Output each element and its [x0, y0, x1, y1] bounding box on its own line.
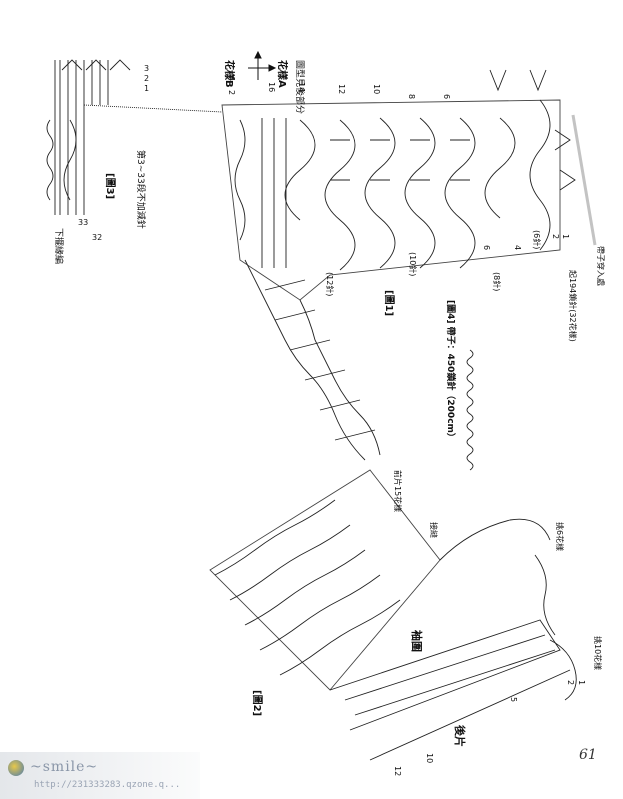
fig2-row-1: 1 — [577, 680, 586, 686]
fig1-rep-12: (12針) — [325, 272, 334, 297]
page-number: 61 — [579, 747, 597, 763]
fig2-row-2: 2 — [566, 680, 575, 686]
watermark-logo-icon — [8, 760, 24, 776]
fig2-chart — [209, 469, 577, 761]
fig4-label: [圖4] 帶子：450鎖針（200cm） — [445, 300, 455, 442]
fig3-row-1: 1 — [144, 84, 150, 93]
pick-10-label: 挑10花樣 — [593, 636, 602, 671]
fig3-chart — [46, 59, 131, 215]
fig3-note: 第3~33段不加減針 — [135, 150, 145, 229]
start-chain-label: 起194鎖針(32花樣) — [568, 270, 577, 342]
fig1-row-10: 10 — [372, 84, 381, 95]
fig3-row-3: 3 — [144, 64, 150, 73]
fig1-row-12: 12 — [337, 84, 346, 95]
fig1-rep-8: (8針) — [492, 272, 501, 292]
sleeve-label: 袖圍 — [410, 630, 423, 652]
fig1-lower-row-6: 6 — [482, 245, 491, 251]
fig1-label: [圖1] — [383, 290, 394, 317]
back-label: 後片 — [453, 725, 466, 747]
fig1-row-2: 2 — [227, 90, 236, 96]
fig1-lower-row-1: 1 — [561, 234, 570, 240]
fig1-lower-row-2: 2 — [551, 234, 560, 240]
fig3-row-33: 33 — [78, 218, 89, 227]
ribbon-through-label: 帶子穿入處 — [596, 246, 605, 286]
fig2-label: [圖2] — [251, 690, 262, 717]
fig1-row-8: 8 — [407, 94, 416, 100]
watermark-name: ~smile~ — [30, 759, 99, 775]
fig3-row-2: 2 — [144, 74, 150, 83]
fig3-label: [圖3] — [104, 173, 115, 200]
join-label: 接縫 — [429, 522, 438, 538]
fig1-row-4: 4 — [227, 76, 236, 82]
fig2-row-5: 5 — [509, 697, 518, 703]
fig1-row-14: 14 — [297, 82, 306, 93]
fig1-lower-row-4: 4 — [513, 245, 522, 251]
fig4-cord — [466, 349, 474, 471]
watermark-url: http://231333283.qzone.q... — [34, 780, 181, 790]
pick-15-label: 前片15花樣 — [393, 470, 402, 513]
fig2-row-10: 10 — [425, 753, 434, 764]
fig1-rep-6: (6針) — [532, 230, 541, 250]
fig3-row-32: 32 — [92, 233, 103, 242]
watermark-bar — [0, 752, 200, 799]
fig1-row-16: 16 — [267, 82, 276, 93]
fig2-row-12: 12 — [393, 766, 402, 777]
fig1-chart — [221, 69, 597, 301]
fig1-rep-10: (10針) — [408, 252, 417, 277]
pick-6-label: 挑6花樣 — [555, 522, 564, 552]
connecting-band — [244, 259, 381, 461]
flower-a-label: 花樣A — [276, 60, 287, 88]
flower-b-label: 花樣B — [223, 60, 234, 88]
fig3-edge-label: 下擺緣編 — [53, 228, 63, 265]
fig1-row-6: 6 — [442, 94, 451, 100]
